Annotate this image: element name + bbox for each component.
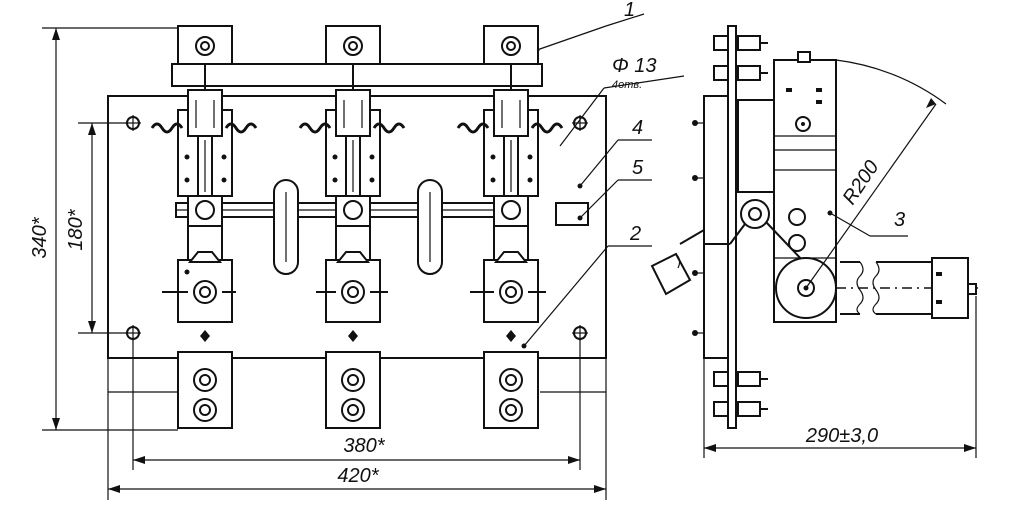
callout-leaders <box>523 13 652 347</box>
side-view <box>650 25 980 458</box>
dim-radius: R200 <box>839 157 884 209</box>
dim-hole-count: 4отв. <box>612 79 642 91</box>
dim-hole-diameter: Φ 13 <box>612 55 657 77</box>
pole-2 <box>298 25 406 429</box>
pole-1 <box>150 25 258 429</box>
dim-height-overall: 340* <box>29 216 51 258</box>
dim-width-holes: 380* <box>343 435 385 457</box>
dim-height-holes: 180* <box>65 208 87 250</box>
side-base-plate <box>703 95 729 359</box>
callout-5: 5 <box>632 157 644 179</box>
callout-1: 1 <box>624 0 635 21</box>
dim-depth: 290±3,0 <box>805 425 878 447</box>
drive-lever <box>650 199 806 296</box>
side-terminal-bus <box>727 25 737 429</box>
top-crossbar <box>171 63 543 87</box>
callout-labels: 1 4 5 2 3 <box>624 0 905 245</box>
callout-3: 3 <box>894 209 905 231</box>
pole-3 <box>456 25 564 429</box>
front-dimensions <box>42 27 685 500</box>
callout-2: 2 <box>629 223 641 245</box>
front-view <box>42 13 685 500</box>
dim-width-overall: 420* <box>337 465 379 487</box>
callout-4: 4 <box>632 117 643 139</box>
